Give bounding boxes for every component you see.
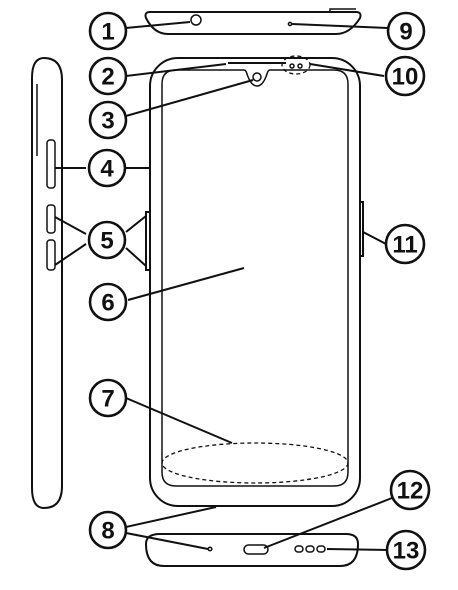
bottom-edge-view bbox=[144, 533, 360, 567]
front-view bbox=[145, 55, 364, 507]
callout-8: 8 bbox=[88, 510, 128, 550]
callout-12: 12 bbox=[389, 469, 431, 511]
callout-label: 12 bbox=[397, 478, 424, 505]
microphone-icon bbox=[207, 546, 213, 552]
callout-label: 10 bbox=[392, 64, 419, 91]
bottom-screen-area bbox=[161, 442, 349, 484]
screen bbox=[161, 69, 349, 487]
phone-body bbox=[149, 57, 361, 507]
leader-lines bbox=[54, 21, 393, 551]
speaker-icon bbox=[294, 545, 326, 553]
callout-1: 1 bbox=[88, 11, 128, 51]
callout-label: 13 bbox=[393, 538, 420, 565]
volume-up-key bbox=[46, 204, 56, 234]
callout-4: 4 bbox=[87, 148, 127, 188]
sim-tray-slot bbox=[46, 139, 56, 189]
callout-7: 7 bbox=[88, 378, 128, 418]
top-jack-icon bbox=[190, 14, 202, 26]
callout-2: 2 bbox=[88, 56, 128, 96]
callout-11: 11 bbox=[384, 223, 426, 265]
callout-label: 9 bbox=[399, 19, 412, 46]
callout-label: 6 bbox=[101, 290, 114, 317]
callout-label: 1 bbox=[101, 19, 114, 46]
callout-label: 7 bbox=[101, 386, 114, 413]
usb-port-icon bbox=[243, 544, 269, 555]
callout-label: 8 bbox=[101, 518, 114, 545]
callout-label: 4 bbox=[100, 156, 114, 183]
front-camera-icon bbox=[252, 72, 262, 82]
callout-9: 9 bbox=[386, 11, 426, 51]
sensor-icon bbox=[297, 63, 303, 69]
callout-13: 13 bbox=[385, 529, 427, 571]
top-hole-icon bbox=[287, 21, 293, 27]
volume-down-key bbox=[46, 239, 56, 271]
callout-label: 2 bbox=[101, 64, 114, 91]
left-keys bbox=[145, 211, 150, 271]
side-view bbox=[31, 56, 63, 510]
sensor-icon bbox=[289, 63, 295, 69]
callout-3: 3 bbox=[88, 100, 128, 140]
callout-6: 6 bbox=[88, 282, 128, 322]
callout-label: 11 bbox=[392, 232, 417, 259]
top-edge-view bbox=[144, 8, 362, 35]
power-key bbox=[360, 201, 364, 257]
callout-label: 3 bbox=[101, 108, 114, 135]
callout-label: 5 bbox=[100, 228, 113, 255]
callout-10: 10 bbox=[384, 55, 426, 97]
callout-5: 5 bbox=[87, 220, 127, 260]
